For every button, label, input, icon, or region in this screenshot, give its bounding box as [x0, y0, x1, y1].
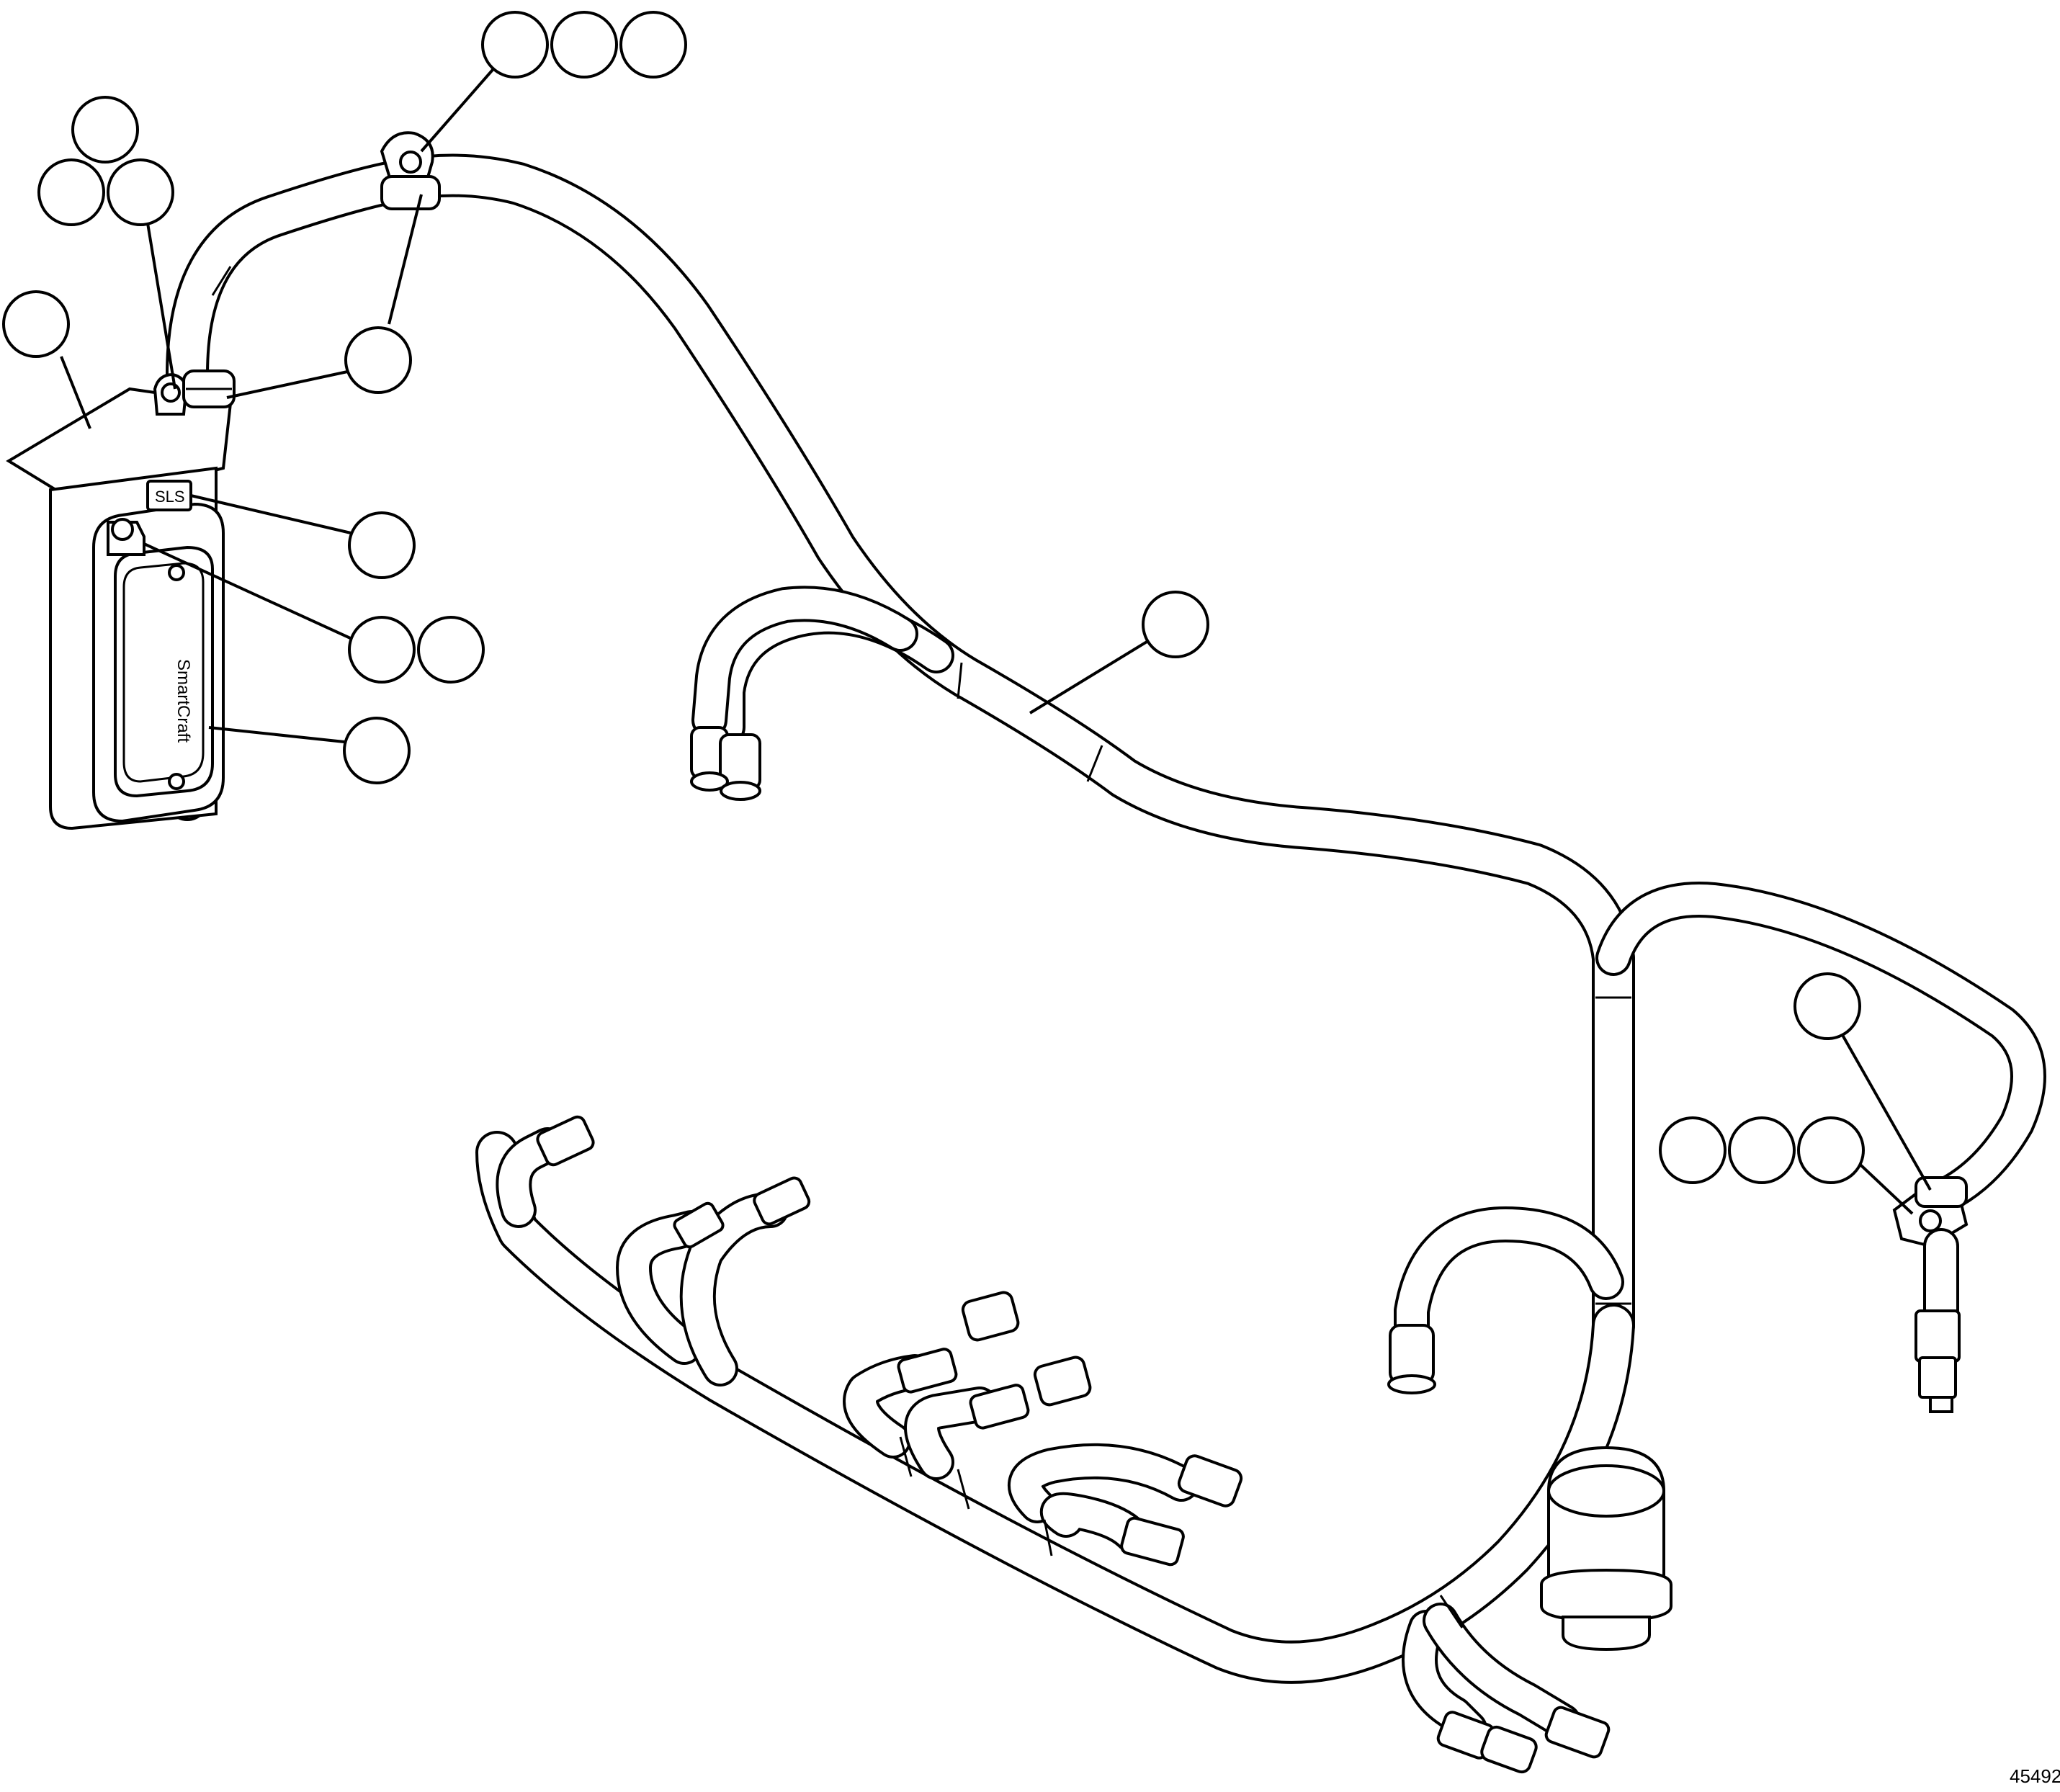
connector-bottom-left — [536, 1115, 1092, 1430]
right-loop-branch — [1595, 882, 2046, 1214]
callout-top-3 — [619, 11, 687, 79]
callout-fitting-1 — [348, 616, 416, 684]
center-right-branch — [1394, 1206, 1624, 1372]
callout-cluster-left — [37, 158, 105, 226]
connector-center — [1387, 1324, 1436, 1394]
callout-top-2 — [550, 11, 618, 79]
callout-clamp — [344, 326, 412, 394]
module-logo: SmartCraft — [174, 659, 193, 743]
middle-bottom-branches — [843, 1354, 1199, 1552]
callout-sls-label — [348, 511, 416, 579]
harness-sleeve-bands — [211, 266, 1631, 1629]
figure-number: 45492 — [2010, 1765, 2060, 1787]
callout-bracket — [2, 290, 70, 358]
pressure-sensor — [1540, 1446, 1672, 1652]
callout-cluster-top — [71, 96, 139, 163]
callout-right-clamp — [1793, 972, 1861, 1040]
bottom-left-branches — [496, 1127, 789, 1386]
callout-right-2 — [1728, 1116, 1796, 1184]
callout-right-1 — [1659, 1116, 1727, 1184]
connector-group-upper — [690, 726, 761, 801]
leader-lines — [60, 63, 1932, 1215]
callout-right-3 — [1797, 1116, 1865, 1184]
right-connector — [1915, 1228, 1961, 1413]
sls-label-plate: SLS — [146, 480, 192, 511]
control-module-assembly — [6, 369, 236, 830]
callout-top-1 — [481, 11, 549, 79]
bottom-right-branches — [1402, 1603, 1581, 1747]
sls-label-text: SLS — [155, 488, 185, 506]
callout-fitting-2 — [417, 616, 485, 684]
callout-circles — [2, 11, 1865, 1184]
connector-bottom-right — [1436, 1706, 1611, 1774]
callout-cluster-right — [107, 158, 174, 226]
main-harness-trunk — [166, 153, 1635, 1347]
lower-harness-trunk — [475, 1131, 1635, 1684]
upper-clamp — [380, 131, 441, 210]
callout-module — [343, 717, 411, 784]
callout-harness — [1142, 591, 1209, 658]
connector-bottom-middle — [1120, 1454, 1243, 1567]
upper-branch-connectors — [691, 586, 954, 745]
